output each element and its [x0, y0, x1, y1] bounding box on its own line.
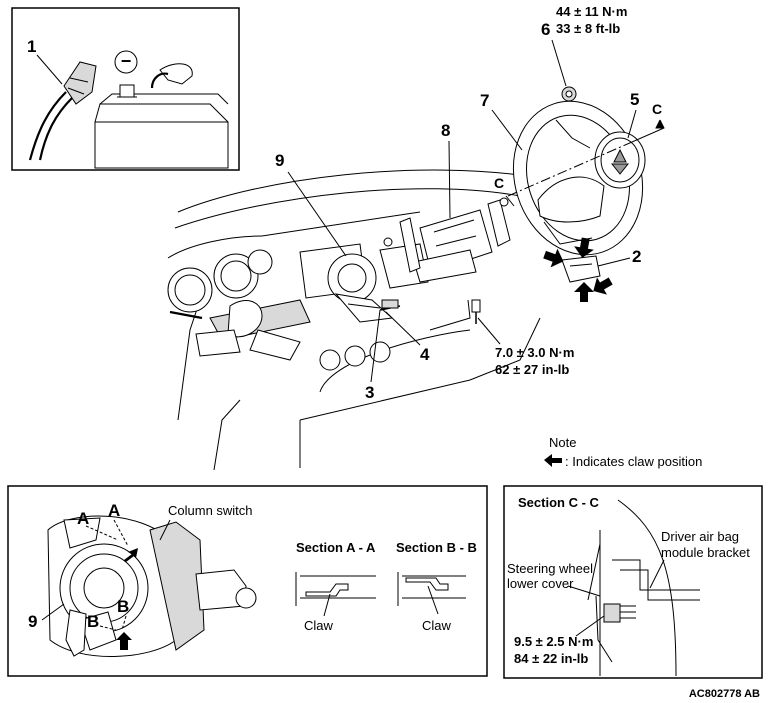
column-cover — [399, 199, 511, 283]
label-b-top: B — [117, 597, 129, 616]
section-bb-title: Section B - B — [396, 540, 477, 555]
callout-2: 2 — [632, 247, 641, 266]
section-cc-title: Section C - C — [518, 495, 600, 510]
airbag-module — [594, 131, 646, 189]
callout-5: 5 — [630, 90, 639, 109]
note-legend: Note : Indicates claw position — [544, 435, 702, 469]
torque-bracket-nm: 9.5 ± 2.5 N·m — [514, 634, 593, 649]
callout-4: 4 — [420, 345, 430, 364]
callout-8: 8 — [441, 121, 450, 140]
steering-lower-cover — [561, 255, 601, 283]
leader-bracket-torque — [575, 615, 605, 637]
claw-arrow-icons — [543, 237, 613, 302]
section-cc-panel-frame — [503, 485, 763, 679]
torque-bracket-inlb: 84 ± 22 in-lb — [514, 651, 588, 666]
leader-1 — [36, 54, 63, 85]
battery-cable — [28, 61, 97, 161]
leader-9 — [287, 171, 347, 257]
section-bb-drawing — [397, 572, 466, 606]
steering-nut — [561, 86, 577, 102]
clock-spring-detail — [47, 515, 257, 657]
leader-screw-torque — [477, 317, 501, 345]
steering-cover-label-1: Steering wheel — [507, 561, 593, 576]
section-aa-title: Section A - A — [296, 540, 376, 555]
leader-5 — [627, 109, 637, 139]
leader-claw-bb — [427, 585, 439, 615]
battery-icon — [94, 63, 229, 169]
leader-7 — [491, 109, 523, 151]
callout-9: 9 — [275, 151, 284, 170]
negative-terminal-symbol: − — [114, 50, 138, 74]
leader-3 — [370, 309, 381, 383]
section-mark-c-lower: C — [494, 175, 504, 191]
clock-spring — [327, 253, 401, 323]
section-aa-drawing — [295, 572, 376, 606]
figure-code: AC802778 AB — [689, 688, 760, 700]
steering-cover-label-2: lower cover — [507, 576, 574, 591]
label-a-left: A — [77, 509, 89, 528]
column-switch-label: Column switch — [168, 503, 253, 518]
label-a-right: A — [108, 501, 120, 520]
torque-nut-ftlb: 33 ± 8 ft-lb — [556, 21, 620, 36]
battery-inset-frame — [11, 7, 240, 171]
negative-sign: − — [121, 51, 132, 71]
leader-9-detail — [41, 603, 65, 621]
dashboard-illustration — [167, 169, 541, 471]
airbag-bracket-label-2: module bracket — [661, 545, 750, 560]
section-cc-drawing — [587, 499, 700, 677]
torque-screw-nm: 7.0 ± 3.0 N·m — [495, 345, 574, 360]
leader-2 — [597, 257, 631, 267]
callout-1: 1 — [27, 37, 36, 56]
note-title: Note — [549, 435, 576, 450]
leader-8 — [448, 140, 451, 219]
left-arrow-icon — [544, 454, 562, 467]
leader-column-switch — [159, 519, 171, 541]
leader-6 — [551, 39, 567, 87]
mounting-screw — [471, 299, 481, 324]
section-mark-c-upper: C — [652, 101, 662, 117]
callout-7: 7 — [480, 91, 489, 110]
section-line-cc: C C — [494, 101, 665, 207]
claw-arrow-icons-detail — [116, 548, 138, 650]
leader-steering-cover — [567, 585, 601, 597]
note-text: : Indicates claw position — [565, 454, 702, 469]
column-switch-panel-frame — [7, 485, 488, 677]
torque-nut-nm: 44 ± 11 N·m — [556, 4, 627, 19]
leader-claw-aa — [323, 593, 331, 617]
callout-6: 6 — [541, 20, 550, 39]
leader-airbag-bracket — [649, 559, 665, 589]
battery-inset: − 1 — [11, 7, 240, 171]
torque-screw-inlb: 62 ± 27 in-lb — [495, 362, 569, 377]
section-cc-panel: Section C - C Steering wheel lower cover… — [503, 485, 763, 679]
callout-3: 3 — [365, 383, 374, 402]
leader-4 — [385, 311, 421, 346]
label-b-left: B — [87, 612, 99, 631]
airbag-bracket-label-1: Driver air bag — [661, 529, 739, 544]
callout-9-detail: 9 — [28, 612, 37, 631]
claw-bb-label: Claw — [422, 618, 452, 633]
column-switch-panel: A A B B 9 Column switch Section A - A Cl… — [7, 485, 488, 677]
claw-aa-label: Claw — [304, 618, 334, 633]
